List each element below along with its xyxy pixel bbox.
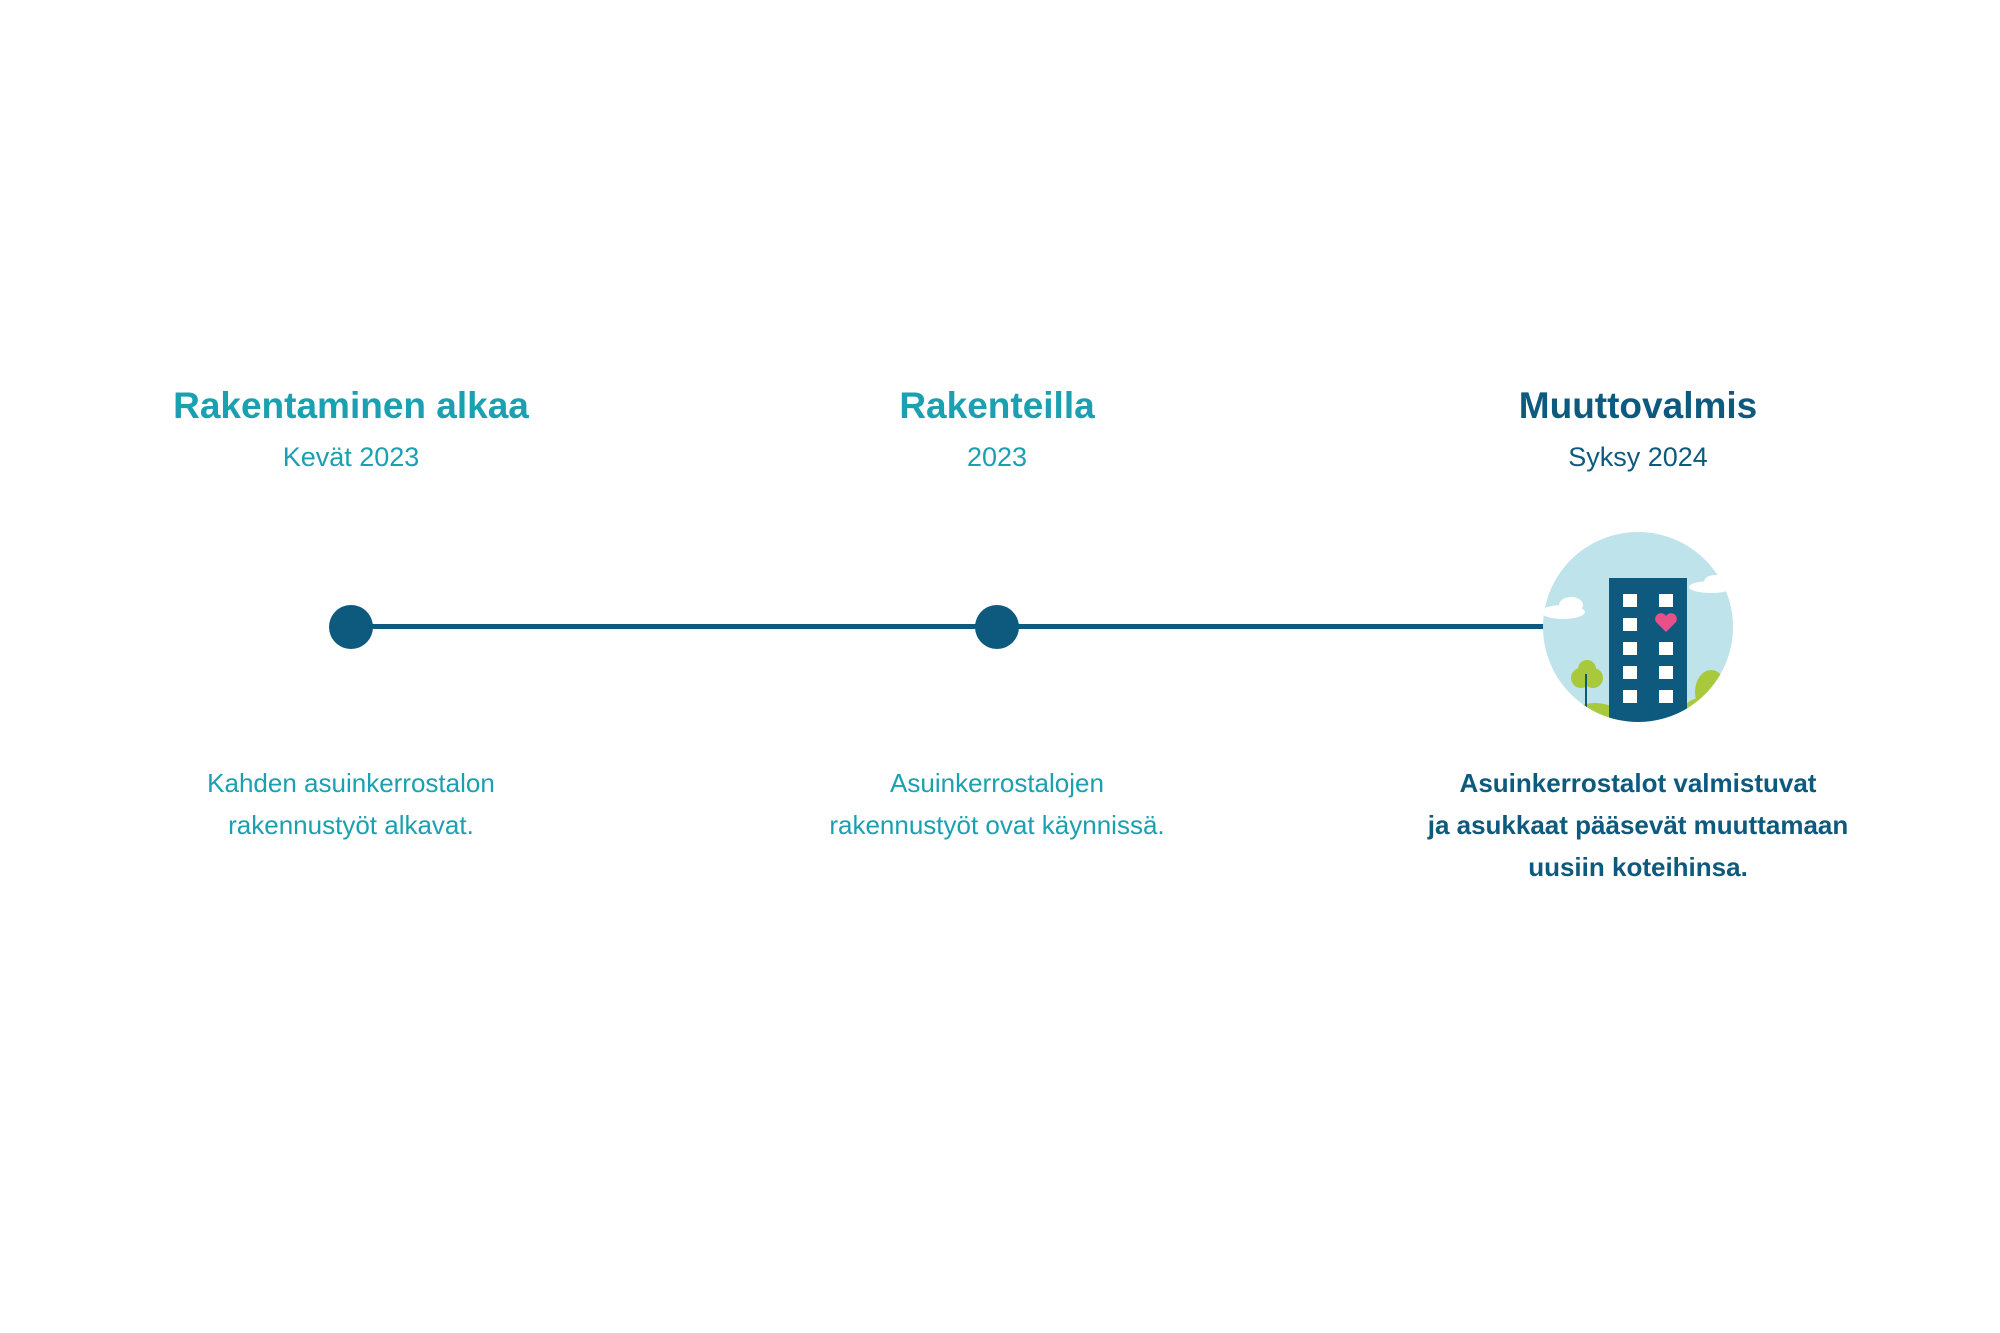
apartment-building-icon xyxy=(1543,532,1733,722)
description-line: ja asukkaat pääsevät muuttamaan xyxy=(1427,810,1849,840)
stage-date: 2023 xyxy=(966,442,1028,472)
building-windows xyxy=(1623,594,1673,703)
stage-date: Syksy 2024 xyxy=(1568,442,1708,472)
stage-title: Rakenteilla xyxy=(899,385,1095,426)
stage-under-construction: Rakenteilla 2023 Asuinkerrostalojen rake… xyxy=(697,0,1297,1333)
description-line: uusiin koteihinsa. xyxy=(1528,852,1748,882)
stage-construction-start: Rakentaminen alkaa Kevät 2023 Kahden asu… xyxy=(51,0,651,1333)
stage-date: Kevät 2023 xyxy=(282,442,420,472)
heart-icon xyxy=(1655,613,1677,632)
description-line: rakennustyöt ovat käynnissä. xyxy=(829,810,1165,840)
stage-move-in-ready: Muuttovalmis Syksy 2024 Asuinkerrostalot… xyxy=(1338,0,1938,1333)
stage-title: Rakentaminen alkaa xyxy=(173,385,529,426)
timeline-connector xyxy=(350,624,996,629)
building-body xyxy=(1609,578,1687,722)
stage-description: Kahden asuinkerrostalon rakennustyöt alk… xyxy=(51,762,651,846)
description-line: Kahden asuinkerrostalon xyxy=(207,768,495,798)
timeline-marker-2 xyxy=(975,605,1019,649)
stage-title: Muuttovalmis xyxy=(1518,385,1758,426)
cloud-icon xyxy=(1543,575,1733,619)
stage-description: Asuinkerrostalojen rakennustyöt ovat käy… xyxy=(697,762,1297,846)
description-line: rakennustyöt alkavat. xyxy=(228,810,474,840)
timeline-connector xyxy=(996,624,1556,629)
description-line: Asuinkerrostalot valmistuvat xyxy=(1459,768,1817,798)
description-line: Asuinkerrostalojen xyxy=(890,768,1104,798)
stage-description: Asuinkerrostalot valmistuvat ja asukkaat… xyxy=(1338,762,1938,888)
timeline-marker-1 xyxy=(329,605,373,649)
